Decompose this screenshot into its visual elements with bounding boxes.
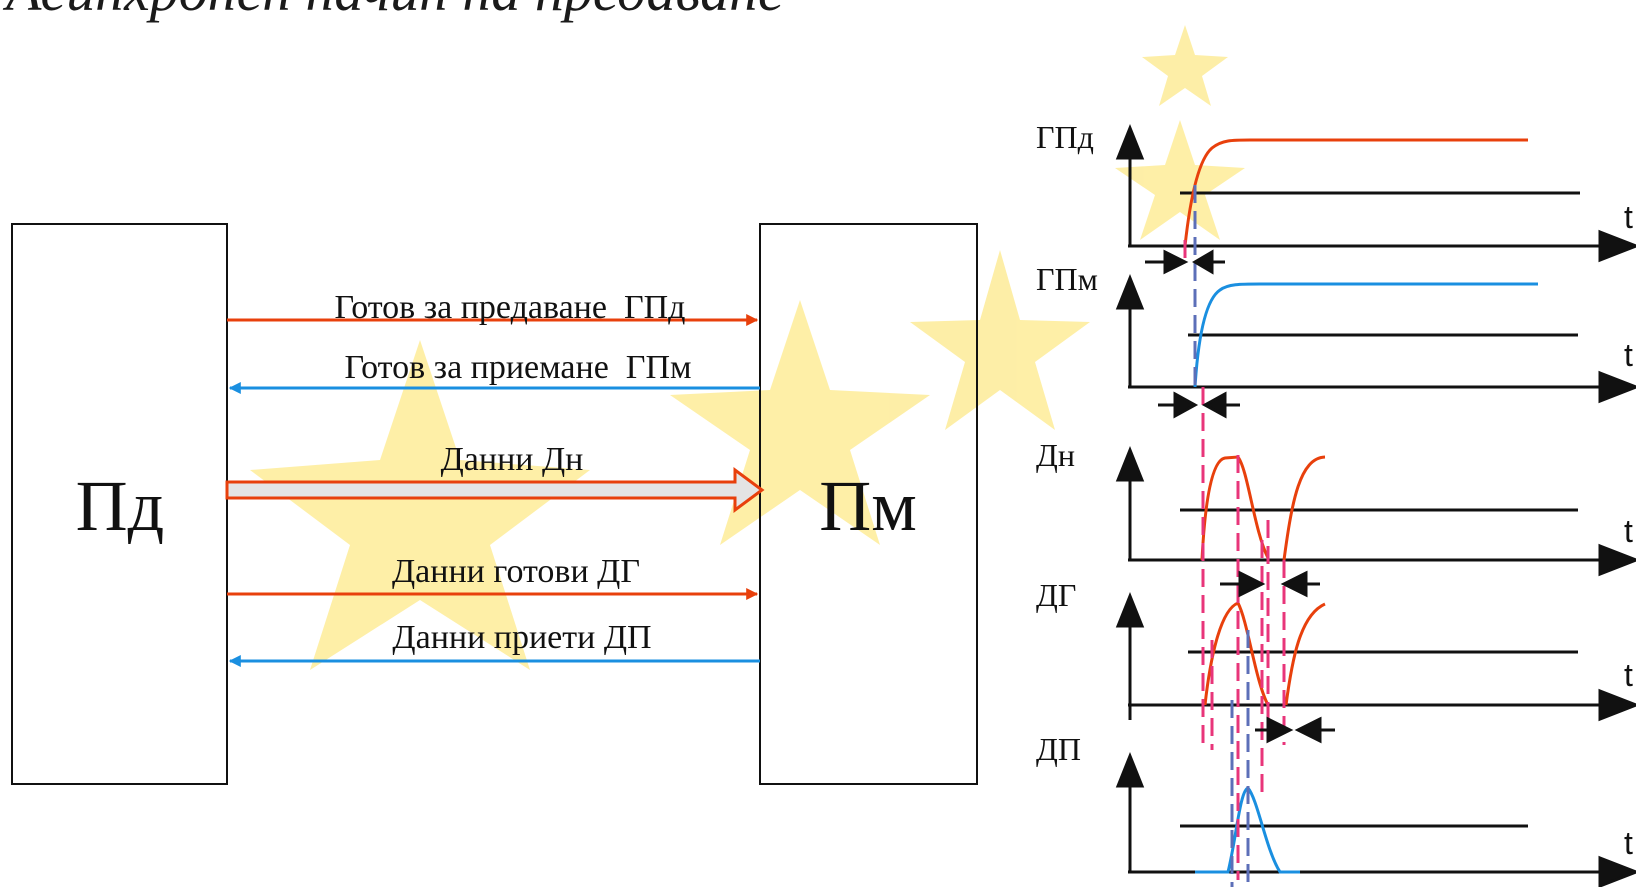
threshold-lines: [1180, 191, 1580, 828]
delay-indicators: [1145, 249, 1335, 744]
signal-label-dn: Данни Дн: [441, 441, 584, 478]
time-label-1: t: [1624, 199, 1633, 235]
time-axis-labels: t t t t t: [1624, 199, 1633, 861]
signal-label-dg: Данни готови ДГ: [392, 553, 640, 590]
time-label-5: t: [1624, 825, 1633, 861]
receiver-box: [759, 223, 978, 785]
sender-box: [11, 223, 228, 785]
timing-label-gpd: ГПд: [1036, 119, 1094, 155]
timing-label-dp: ДП: [1036, 731, 1081, 767]
signal-label-dp: Данни приети ДП: [392, 619, 651, 656]
signal-line-dn: [225, 467, 765, 513]
time-label-4: t: [1624, 657, 1633, 693]
timing-label-gpm: ГПм: [1036, 261, 1098, 297]
signal-lines: [225, 314, 765, 667]
slide-title: Асинхронен начин на предаване: [2, 0, 784, 23]
timing-axes: [1115, 123, 1636, 887]
waveform-gpm: [1193, 282, 1538, 388]
signal-label-gpm: Готов за приемане ГПм: [344, 349, 691, 386]
timing-markers: [1183, 185, 1286, 887]
time-label-3: t: [1624, 513, 1633, 549]
sender-label: Пд: [76, 466, 165, 546]
timing-label-dg: ДГ: [1036, 577, 1076, 613]
timing-label-dn: Дн: [1036, 437, 1075, 473]
waveform-dn: [1200, 455, 1326, 561]
timing-diagram: ГПд ГПм Дн ДГ ДП: [1036, 119, 1636, 887]
signal-label-gpd: Готов за предаване ГПд: [335, 289, 686, 326]
time-label-2: t: [1624, 337, 1633, 373]
waveform-dg: [1203, 601, 1326, 706]
waveform-gpd: [1183, 138, 1528, 247]
watermark-stars: [250, 25, 1245, 670]
receiver-label: Пм: [819, 466, 917, 546]
